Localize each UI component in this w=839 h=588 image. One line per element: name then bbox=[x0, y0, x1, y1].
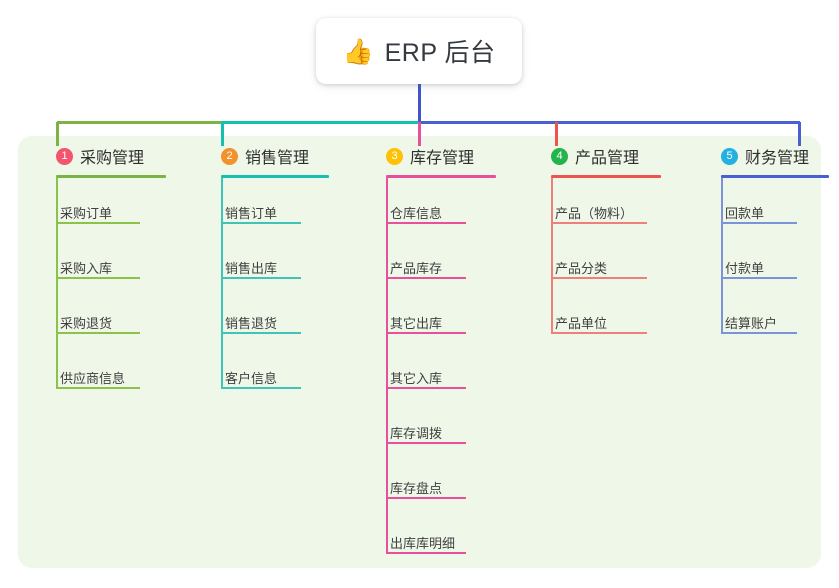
leaf-item[interactable]: 付款单 bbox=[725, 261, 765, 276]
leaf-item-rule bbox=[721, 222, 797, 224]
column-title-1: 采购管理 bbox=[80, 150, 145, 167]
leaf-item-rule bbox=[551, 277, 647, 279]
leaf-item-rule bbox=[721, 332, 797, 334]
column-header-2[interactable]: 2 销售管理 bbox=[201, 144, 309, 168]
leaf-item-rule bbox=[551, 332, 647, 334]
column-2: 2 销售管理销售订单销售出库销售退货客户信息 bbox=[201, 144, 329, 389]
column-header-4[interactable]: 4 产品管理 bbox=[531, 144, 639, 168]
column-badge-1: 1 bbox=[56, 147, 73, 165]
leaf-item-rule bbox=[56, 277, 140, 279]
column-stem-3 bbox=[386, 178, 388, 553]
column-stem-5 bbox=[721, 178, 723, 333]
leaf-item-rule bbox=[386, 387, 466, 389]
leaf-item-rule bbox=[221, 222, 301, 224]
column-title-3: 库存管理 bbox=[410, 150, 475, 167]
leaf-item[interactable]: 采购入库 bbox=[60, 261, 113, 276]
column-header-1[interactable]: 1 采购管理 bbox=[36, 144, 144, 168]
leaf-item[interactable]: 采购退货 bbox=[60, 316, 113, 331]
leaf-item-rule bbox=[386, 332, 466, 334]
column-header-rule-3 bbox=[386, 175, 496, 178]
leaf-item-rule bbox=[386, 497, 466, 499]
leaf-item-rule bbox=[386, 442, 466, 444]
column-stem-1 bbox=[56, 178, 58, 388]
leaf-item-rule bbox=[221, 332, 301, 334]
leaf-item[interactable]: 销售订单 bbox=[225, 206, 278, 221]
leaf-item[interactable]: 采购订单 bbox=[60, 206, 113, 221]
column-header-3[interactable]: 3 库存管理 bbox=[366, 144, 474, 168]
column-4: 4 产品管理产品（物料） 产品分类产品单位 bbox=[531, 144, 661, 334]
column-badge-4: 4 bbox=[551, 147, 568, 165]
column-title-4: 产品管理 bbox=[575, 150, 640, 167]
leaf-item-rule bbox=[721, 277, 797, 279]
leaf-item[interactable]: 其它入库 bbox=[390, 371, 443, 386]
column-header-rule-4 bbox=[551, 175, 661, 178]
column-3: 3 库存管理仓库信息产品库存其它出库其它入库库存调拨库存盘点出库库明细 bbox=[366, 144, 496, 554]
column-5: 5 财务管理回款单付款单结算账户 bbox=[701, 144, 829, 334]
leaf-item-rule bbox=[56, 387, 140, 389]
leaf-item-rule bbox=[386, 552, 466, 554]
column-header-rule-5 bbox=[721, 175, 829, 178]
thumbs-up-icon: 👍 bbox=[342, 36, 374, 66]
leaf-item[interactable]: 出库库明细 bbox=[390, 536, 456, 551]
leaf-item[interactable]: 回款单 bbox=[725, 206, 765, 221]
column-header-rule-2 bbox=[221, 175, 329, 178]
leaf-item[interactable]: 仓库信息 bbox=[390, 206, 443, 221]
leaf-item[interactable]: 销售退货 bbox=[225, 316, 278, 331]
leaf-item-rule bbox=[56, 222, 140, 224]
column-badge-5: 5 bbox=[721, 147, 738, 165]
leaf-item-rule bbox=[386, 222, 466, 224]
leaf-item[interactable]: 供应商信息 bbox=[60, 371, 126, 386]
leaf-item[interactable]: 产品库存 bbox=[390, 261, 443, 276]
leaf-item[interactable]: 产品分类 bbox=[555, 261, 608, 276]
leaf-item[interactable]: 结算账户 bbox=[725, 316, 778, 331]
leaf-item-rule bbox=[551, 222, 647, 224]
root-node-title: ERP 后台 bbox=[384, 39, 496, 67]
leaf-item-rule bbox=[221, 387, 301, 389]
column-header-5[interactable]: 5 财务管理 bbox=[701, 144, 809, 168]
column-header-rule-1 bbox=[56, 175, 166, 178]
diagram-board-background bbox=[18, 136, 821, 568]
leaf-item[interactable]: 库存盘点 bbox=[390, 481, 443, 496]
leaf-item-rule bbox=[221, 277, 301, 279]
leaf-item[interactable]: 库存调拨 bbox=[390, 426, 443, 441]
column-stem-2 bbox=[221, 178, 223, 388]
column-badge-3: 3 bbox=[386, 147, 403, 165]
leaf-item[interactable]: 产品（物料） bbox=[555, 206, 634, 221]
leaf-item[interactable]: 产品单位 bbox=[555, 316, 608, 331]
leaf-item[interactable]: 销售出库 bbox=[225, 261, 278, 276]
column-stem-4 bbox=[551, 178, 553, 333]
column-title-2: 销售管理 bbox=[245, 150, 310, 167]
leaf-item-rule bbox=[56, 332, 140, 334]
leaf-item[interactable]: 其它出库 bbox=[390, 316, 443, 331]
column-title-5: 财务管理 bbox=[745, 150, 810, 167]
leaf-item-rule bbox=[386, 277, 466, 279]
column-badge-2: 2 bbox=[221, 147, 238, 165]
root-node-erp-backend[interactable]: 👍 ERP 后台 bbox=[316, 18, 522, 84]
leaf-item[interactable]: 客户信息 bbox=[225, 371, 278, 386]
column-1: 1 采购管理采购订单采购入库采购退货供应商信息 bbox=[36, 144, 166, 389]
